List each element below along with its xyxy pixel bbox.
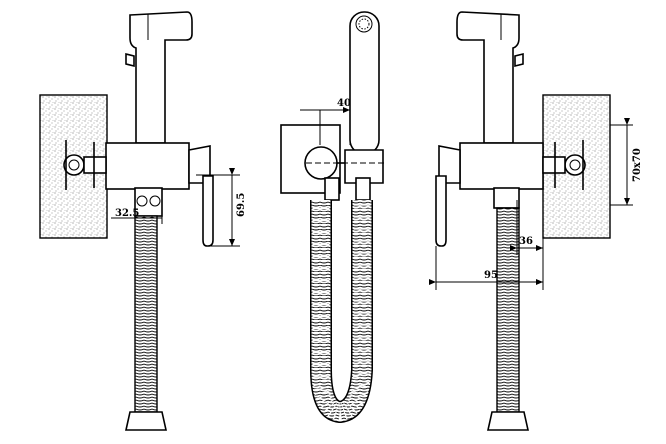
hose-right <box>496 207 520 413</box>
left-side-view: 32.5 69.5 <box>39 11 247 431</box>
lever-left <box>202 175 214 247</box>
sprayer-head-right <box>456 11 520 144</box>
mixer-body-right <box>459 142 544 190</box>
sprayer-head-left <box>129 11 193 144</box>
mixer-body-left <box>105 142 190 190</box>
dim-left-width: 32.5 <box>115 208 139 219</box>
dim-right-total: 95 <box>484 270 498 281</box>
lever-right <box>435 175 447 247</box>
right-side-view: 70x70 36 95 <box>429 11 643 431</box>
dim-box-size: 70x70 <box>632 148 643 182</box>
dim-front-offset: 40 <box>337 98 351 109</box>
hose-left <box>134 215 158 413</box>
dim-right-inner: 36 <box>519 236 533 247</box>
dim-left-height: 69.5 <box>236 193 247 217</box>
front-view: 40 <box>280 11 384 424</box>
sprayer-head-front <box>349 11 380 155</box>
